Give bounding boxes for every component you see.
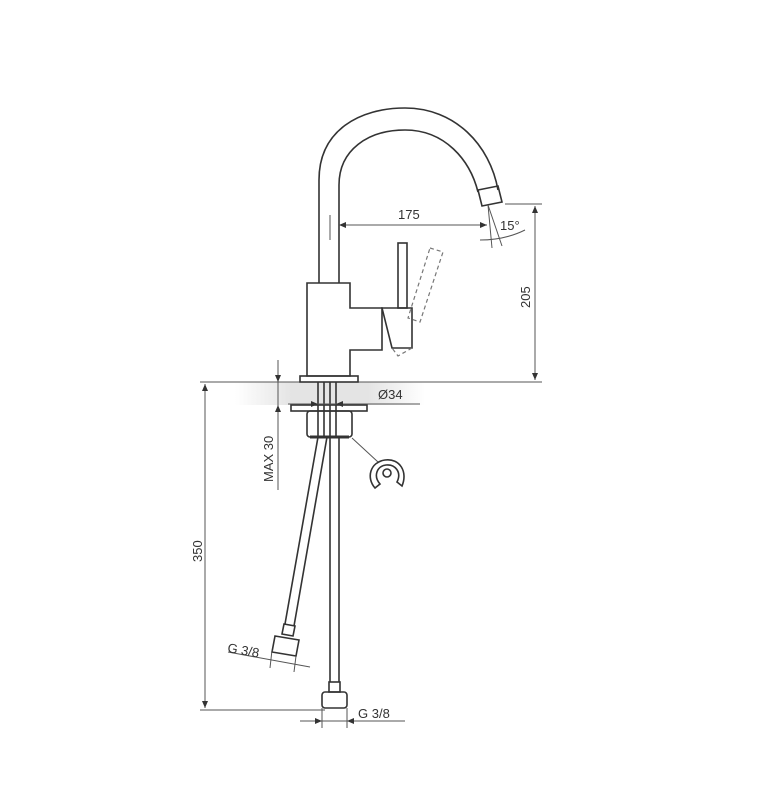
base-plate <box>299 375 359 383</box>
lever-open-position <box>407 247 444 323</box>
hose-angled <box>271 436 328 657</box>
fixing-washer <box>290 404 368 412</box>
dim-height: 205 <box>505 203 542 380</box>
dim-hose-length: 350 <box>190 384 325 711</box>
hose-straight <box>321 437 348 709</box>
clip-icon <box>369 459 405 490</box>
label-max-thickness: MAX 30 <box>261 436 276 482</box>
label-hose-length: 350 <box>190 540 205 562</box>
label-connector-left: G 3/8 <box>226 640 260 660</box>
dim-connector-right: G 3/8 <box>300 706 405 728</box>
mounting-shank <box>317 382 337 437</box>
dim-angle: 15° <box>479 204 526 249</box>
label-spout-angle: 15° <box>500 218 520 233</box>
dim-connector-left: G 3/8 <box>226 640 311 673</box>
label-base-diameter: Ø34 <box>378 387 403 402</box>
dim-diameter: Ø34 <box>288 387 420 407</box>
label-connector-right: G 3/8 <box>358 706 390 721</box>
dim-max-thickness: MAX 30 <box>261 360 281 490</box>
lever-handle <box>397 242 408 309</box>
spout <box>318 107 503 283</box>
label-spout-reach: 175 <box>398 207 420 222</box>
faucet-body <box>306 242 444 377</box>
label-spout-height: 205 <box>518 286 533 308</box>
dim-reach: 175 <box>329 207 487 240</box>
